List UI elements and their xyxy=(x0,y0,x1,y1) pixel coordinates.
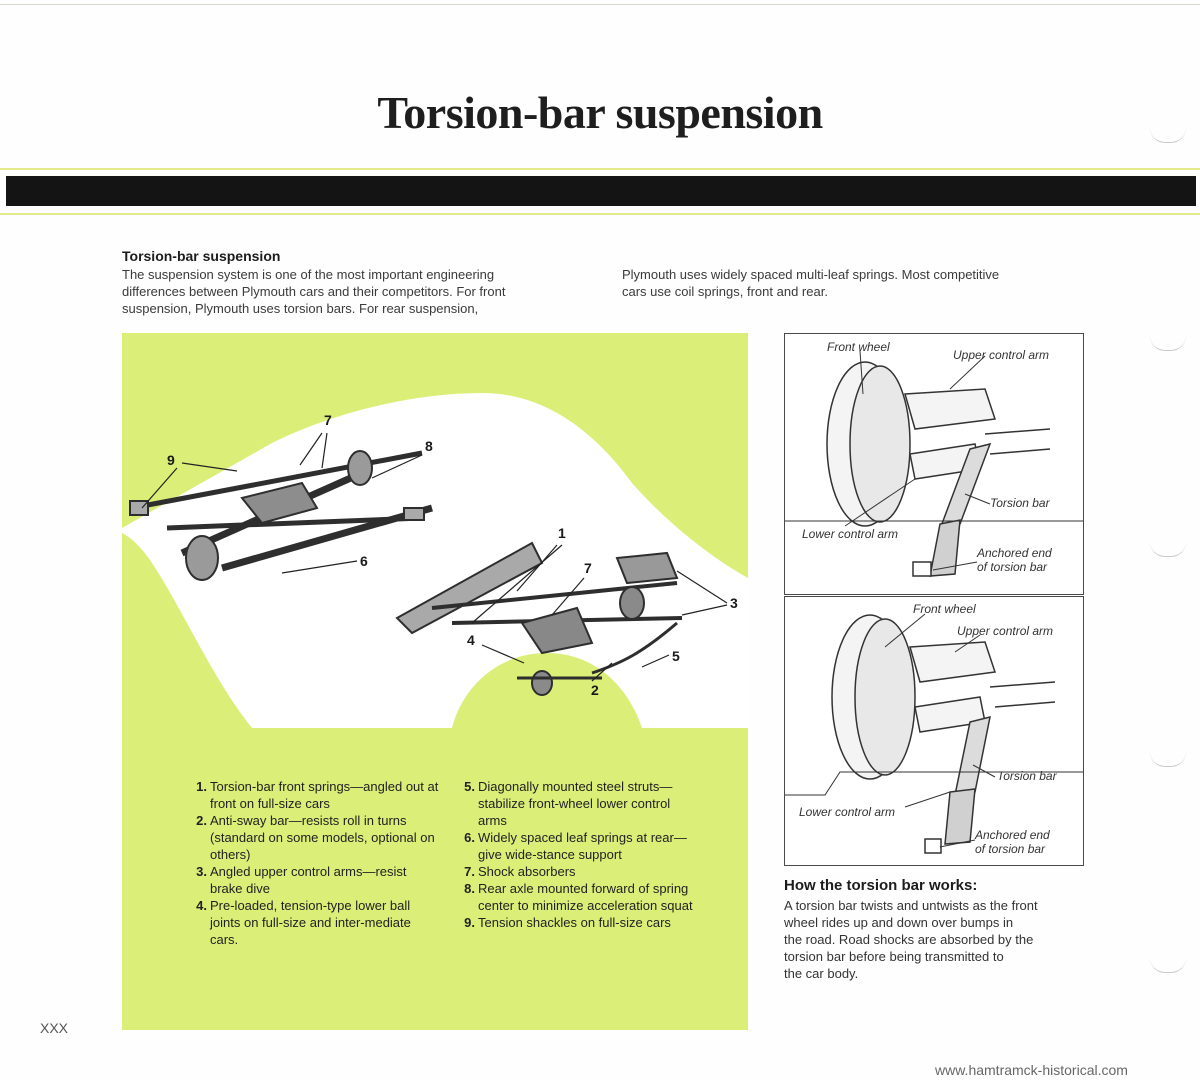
binder-hole-mark xyxy=(1150,958,1186,973)
page-number: XXX xyxy=(40,1020,69,1036)
binder-hole-mark xyxy=(1150,752,1186,767)
top-edge-line xyxy=(0,4,1200,5)
torsion-drawing-top: Front wheel Upper control arm Torsion ba… xyxy=(785,340,1083,577)
intro-text-right: Plymouth uses widely spaced multi-leaf s… xyxy=(622,267,1000,299)
legend-number: 4. xyxy=(196,898,207,913)
watermark: www.hamtramck-historical.com xyxy=(935,1062,1128,1078)
legend-item: 7.Shock absorbers xyxy=(458,863,698,880)
callout-2: 2 xyxy=(591,682,599,698)
how-it-works-text: A torsion bar twists and untwists as the… xyxy=(784,898,1038,981)
legend-item: 3.Angled upper control arms—resist brake… xyxy=(190,863,440,897)
legend-item: 8.Rear axle mounted forward of spring ce… xyxy=(458,880,698,914)
torsion-drawing-bottom: Front wheel Upper control arm Torsion ba… xyxy=(785,602,1083,856)
legend-column-right: 5.Diagonally mounted steel struts—stabil… xyxy=(458,778,698,931)
legend-number: 3. xyxy=(196,864,207,879)
legend-text: Torsion-bar front springs—angled out at … xyxy=(210,779,439,811)
legend-item: 6.Widely spaced leaf springs at rear—giv… xyxy=(458,829,698,863)
label-lower-control-arm: Lower control arm xyxy=(802,527,898,541)
yellow-rule-top xyxy=(0,168,1200,170)
callout-4: 4 xyxy=(467,632,475,648)
callout-5: 5 xyxy=(672,648,680,664)
callout-1: 1 xyxy=(558,525,566,541)
label-of-torsion-bar: of torsion bar xyxy=(975,842,1046,856)
callout-8: 8 xyxy=(425,438,433,454)
callout-leaders xyxy=(141,432,728,682)
legend-number: 9. xyxy=(464,915,475,930)
legend-text: Anti-sway bar—resists roll in turns (sta… xyxy=(210,813,435,862)
legend-item: 5.Diagonally mounted steel struts—stabil… xyxy=(458,778,698,829)
legend-item: 2.Anti-sway bar—resists roll in turns (s… xyxy=(190,812,440,863)
binder-hole-mark xyxy=(1150,542,1186,557)
binder-hole-mark xyxy=(1150,128,1186,143)
legend-text: Rear axle mounted forward of spring cent… xyxy=(478,881,693,913)
callout-7-rear: 7 xyxy=(324,412,332,428)
suspension-diagram: 7 8 9 6 1 7 3 4 5 2 xyxy=(122,393,748,728)
callout-7-front: 7 xyxy=(584,560,592,576)
binder-hole-mark xyxy=(1150,336,1186,351)
legend-number: 6. xyxy=(464,830,475,845)
legend-text: Shock absorbers xyxy=(478,864,576,879)
car-silhouette xyxy=(122,393,748,728)
how-it-works-heading: How the torsion bar works: xyxy=(784,877,978,894)
intro-heading: Torsion-bar suspension xyxy=(122,248,281,264)
label-upper-control-arm: Upper control arm xyxy=(957,624,1053,638)
label-upper-control-arm: Upper control arm xyxy=(953,348,1049,362)
legend-text: Angled upper control arms—resist brake d… xyxy=(210,864,407,896)
label-of-torsion-bar: of torsion bar xyxy=(977,560,1048,574)
legend-text: Tension shackles on full-size cars xyxy=(478,915,671,930)
label-torsion-bar: Torsion bar xyxy=(997,769,1058,783)
intro-text-left: The suspension system is one of the most… xyxy=(122,267,506,316)
legend-number: 2. xyxy=(196,813,207,828)
label-anchored-end: Anchored end xyxy=(974,828,1050,842)
legend-number: 7. xyxy=(464,864,475,879)
legend-column-left: 1.Torsion-bar front springs—angled out a… xyxy=(190,778,440,948)
page-title: Torsion-bar suspension xyxy=(377,87,823,138)
label-torsion-bar: Torsion bar xyxy=(990,496,1051,510)
label-front-wheel: Front wheel xyxy=(827,340,890,354)
torsion-detail-top: Front wheel Upper control arm Torsion ba… xyxy=(784,333,1084,595)
black-header-bar xyxy=(6,176,1196,206)
legend-number: 8. xyxy=(464,881,475,896)
callout-9: 9 xyxy=(167,452,175,468)
torsion-detail-bottom: Front wheel Upper control arm Torsion ba… xyxy=(784,596,1084,866)
legend-item: 4.Pre-loaded, tension-type lower ball jo… xyxy=(190,897,440,948)
legend-text: Pre-loaded, tension-type lower ball join… xyxy=(210,898,411,947)
legend-number: 5. xyxy=(464,779,475,794)
legend-item: 1.Torsion-bar front springs—angled out a… xyxy=(190,778,440,812)
legend-text: Diagonally mounted steel struts—stabiliz… xyxy=(478,779,673,828)
rear-suspension-drawing xyxy=(129,450,433,581)
label-lower-control-arm: Lower control arm xyxy=(799,805,895,819)
legend-text: Widely spaced leaf springs at rear—give … xyxy=(478,830,687,862)
callout-6: 6 xyxy=(360,553,368,569)
callout-3: 3 xyxy=(730,595,738,611)
legend-item: 9.Tension shackles on full-size cars xyxy=(458,914,698,931)
legend-number: 1. xyxy=(196,779,207,794)
label-anchored-end: Anchored end xyxy=(976,546,1052,560)
yellow-rule-bottom xyxy=(0,213,1200,215)
label-front-wheel: Front wheel xyxy=(913,602,976,616)
